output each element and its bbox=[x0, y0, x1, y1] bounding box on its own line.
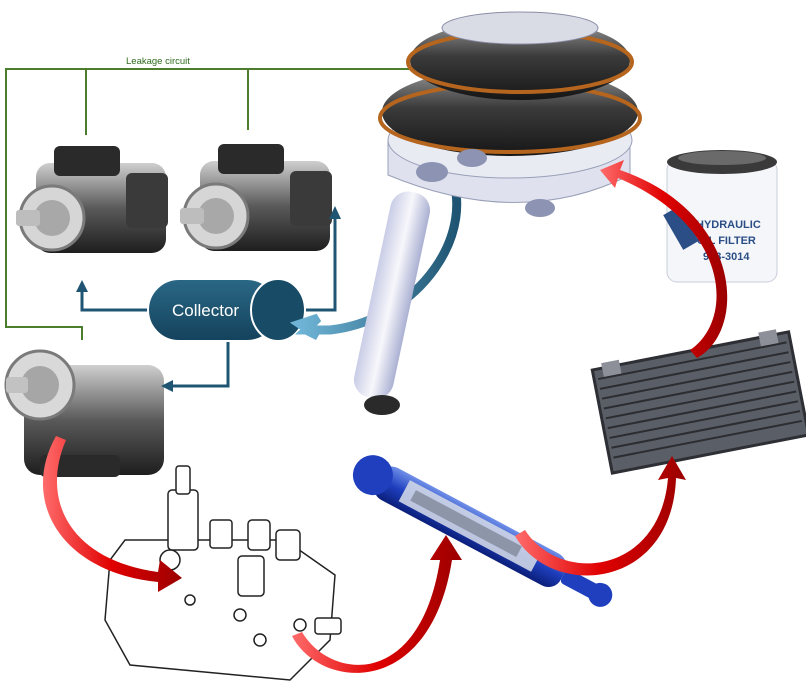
flow-arrow-cooler-to-filter bbox=[600, 160, 728, 358]
flow-arrow-pump-to-valve bbox=[42, 436, 183, 592]
filter-label-line1: HYDRAULIC bbox=[696, 219, 761, 231]
flow-arrow-valve-to-cylinder bbox=[292, 535, 462, 673]
leakage-circuit-label: Leakage circuit bbox=[126, 56, 190, 67]
hydraulic-pump-2 bbox=[180, 144, 332, 251]
air-bellows-actuator bbox=[353, 11, 642, 415]
collector-return-lines bbox=[76, 206, 341, 392]
oil-cooler bbox=[590, 329, 806, 475]
leakage-circuit-lines bbox=[5, 68, 413, 340]
hydraulic-pump-3 bbox=[4, 349, 164, 477]
hydraulic-cylinder bbox=[352, 455, 613, 607]
flow-arrows bbox=[42, 160, 728, 673]
collector-tank: Collector bbox=[147, 278, 306, 342]
flow-arrow-cylinder-to-cooler bbox=[515, 456, 686, 576]
oil-filter: HYDRAULIC OIL FILTER 923-3014 bbox=[663, 150, 778, 283]
collector-label: Collector bbox=[172, 301, 239, 320]
hydraulic-pump-1 bbox=[16, 146, 168, 253]
